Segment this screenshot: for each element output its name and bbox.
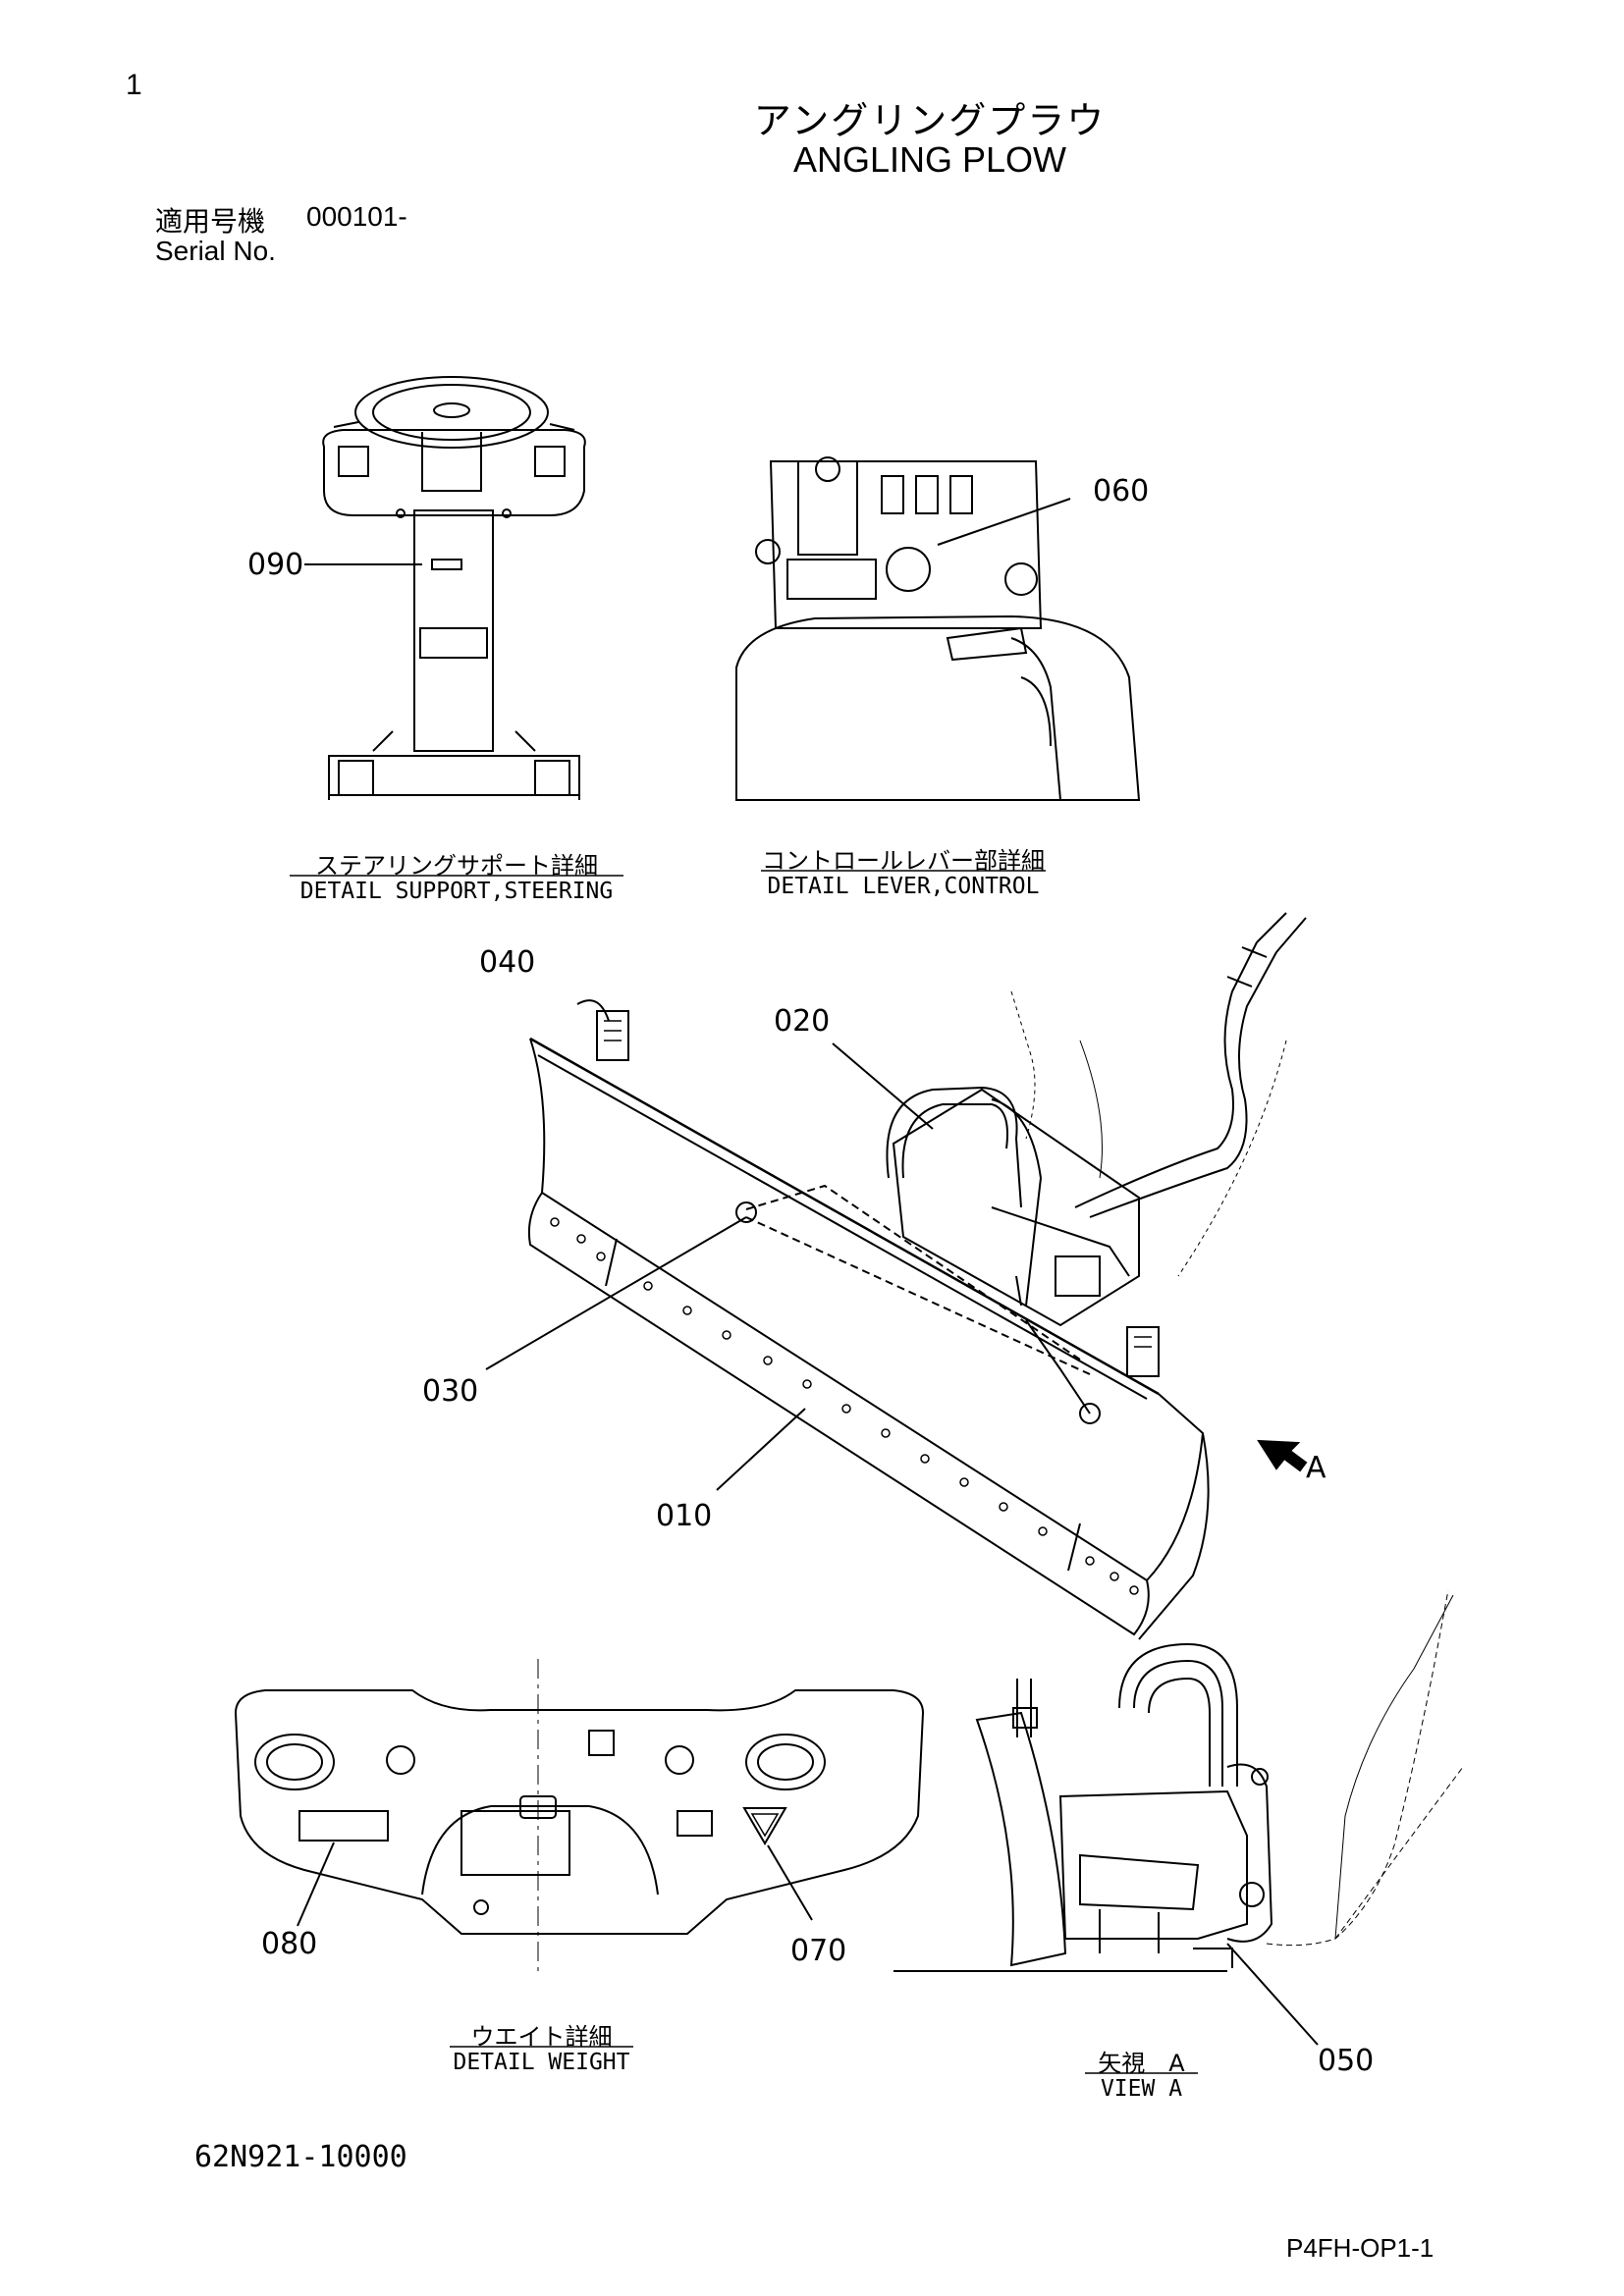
callout-020: 020 — [774, 1004, 831, 1039]
callout-010: 010 — [656, 1499, 713, 1533]
callout-leader-060 — [937, 498, 1071, 546]
title-english: ANGLING PLOW — [792, 139, 1067, 180]
caption-view-a-jp: 矢視 A — [1098, 2050, 1185, 2077]
view-a-drawing — [893, 1589, 1464, 1972]
caption-view-a-en: VIEW A — [1100, 2076, 1183, 2102]
callout-070: 070 — [790, 1934, 847, 1968]
caption-steering-jp: ステアリングサポート詳細 — [315, 852, 598, 880]
serial-label-english: Serial No. — [155, 236, 276, 266]
callout-leader-040 — [576, 999, 610, 1022]
callout-leader-020 — [832, 1042, 934, 1130]
page-number: 1 — [126, 69, 142, 101]
callout-leader-010 — [716, 1408, 806, 1491]
callout-050: 050 — [1318, 2044, 1375, 2078]
caption-weight-jp: ウエイト詳細 — [470, 2023, 613, 2051]
callout-090: 090 — [247, 548, 304, 582]
callout-leader-070 — [767, 1844, 813, 1921]
caption-weight-en: DETAIL WEIGHT — [453, 2050, 630, 2075]
weight-drawing — [234, 1659, 925, 1973]
angling-plow-drawing — [527, 912, 1307, 1640]
callout-leader-080 — [297, 1842, 335, 1927]
document-number: 62N921-10000 — [194, 2140, 407, 2174]
callout-leader-050 — [1226, 1943, 1319, 2046]
steering-support-drawing — [322, 376, 586, 800]
callout-leader-030 — [485, 1216, 747, 1370]
caption-lever-jp: コントロールレバー部詳細 — [762, 847, 1045, 875]
callout-080: 080 — [261, 1927, 318, 1961]
serial-value: 000101- — [306, 201, 407, 232]
callout-060: 060 — [1093, 474, 1150, 508]
view-a-arrow — [1257, 1439, 1308, 1472]
caption-steering-en: DETAIL SUPPORT,STEERING — [299, 879, 614, 904]
callout-030: 030 — [422, 1374, 479, 1409]
serial-label-japanese: 適用号機 — [155, 205, 266, 238]
control-lever-drawing — [735, 456, 1141, 801]
view-a-marker: A — [1306, 1451, 1326, 1485]
title-japanese: アングリングプラウ — [753, 99, 1107, 142]
caption-lever-en: DETAIL LEVER,CONTROL — [767, 874, 1040, 899]
callout-040: 040 — [479, 945, 536, 980]
page-reference: P4FH-OP1-1 — [1286, 2233, 1435, 2263]
